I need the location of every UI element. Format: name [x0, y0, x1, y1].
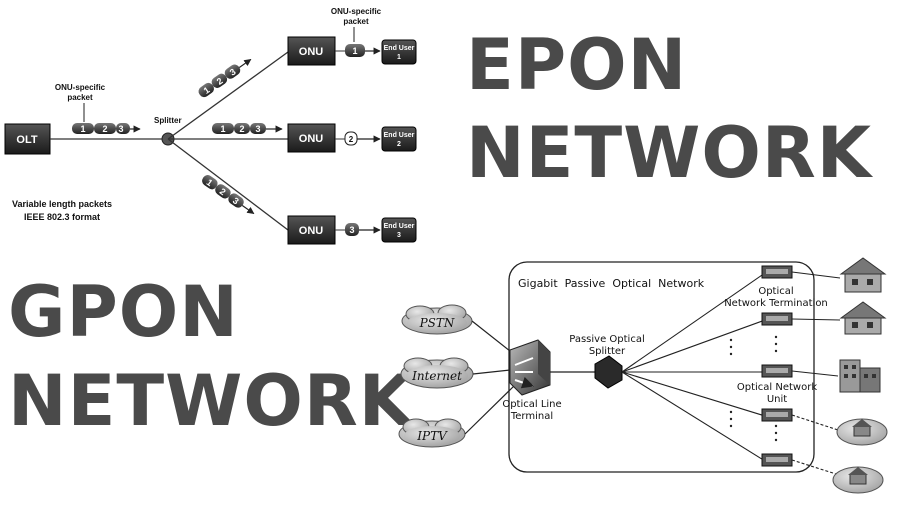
- svg-text:End User: End User: [384, 132, 415, 139]
- epon-onu-1: ONU: [287, 36, 336, 66]
- gpon-title-line1: GPON: [8, 271, 239, 353]
- epon-splitter-label: Splitter: [154, 116, 182, 125]
- svg-text:2: 2: [215, 76, 225, 87]
- svg-text:3: 3: [228, 67, 238, 78]
- svg-text:3: 3: [118, 124, 123, 134]
- gpon-ont-device-4: [761, 408, 793, 422]
- epon-packet-label-line1: ONU-specific: [55, 83, 106, 92]
- svg-text:ONU: ONU: [299, 133, 324, 145]
- epon-branch-top: [167, 51, 289, 140]
- gpon-fanout-lines: [621, 272, 766, 462]
- epon-note-line1: Variable length packets: [12, 199, 112, 209]
- gpon-olt-device: [509, 339, 551, 395]
- svg-text:2: 2: [218, 186, 228, 197]
- gpon-splitter: [594, 355, 623, 389]
- svg-text:1: 1: [397, 54, 401, 61]
- svg-text:1: 1: [220, 124, 225, 134]
- epon-end-user-3: End User 3: [381, 217, 417, 243]
- gpon-ont-device-3: [761, 364, 793, 378]
- epon-end-user-2: End User 2: [381, 126, 417, 152]
- svg-text:ONU: ONU: [299, 46, 324, 58]
- epon-onu-3: ONU: [287, 215, 336, 245]
- epon-end-user-3-link: 3: [335, 223, 381, 236]
- epon-olt-label: OLT: [16, 134, 37, 146]
- epon-top-packet-label-line1: ONU-specific: [331, 7, 382, 16]
- epon-end-user-2-link: 2: [335, 131, 381, 146]
- gpon-ellipsis-dots: [729, 335, 778, 442]
- gpon-house-icon-2: [839, 301, 887, 335]
- epon-trunk-packets: 1 2 3: [72, 123, 141, 134]
- svg-text:2: 2: [102, 124, 107, 134]
- gpon-link-pstn: [471, 320, 516, 356]
- epon-diagram: OLT Splitter ONU-specific packet 1 2 3 1…: [4, 7, 417, 245]
- gpon-box-title: Gigabit Passive Optical Network: [518, 277, 705, 290]
- epon-note-line2: IEEE 802.3 format: [24, 212, 100, 222]
- gpon-onu-line2: Unit: [767, 394, 787, 405]
- epon-top-packet-label-line2: packet: [343, 17, 369, 26]
- epon-packets-bottom: 1 2 3: [202, 175, 255, 215]
- gpon-ont-device-2: [761, 312, 793, 326]
- gpon-olt-line2: Terminal: [510, 411, 553, 422]
- svg-text:End User: End User: [384, 45, 415, 52]
- epon-branch-bottom: [167, 138, 289, 231]
- epon-packet-label-line2: packet: [67, 93, 93, 102]
- svg-text:IPTV: IPTV: [416, 429, 448, 443]
- epon-olt-box: [4, 123, 51, 155]
- svg-text:ONU: ONU: [299, 225, 324, 237]
- gpon-ont-device-1: [761, 265, 793, 279]
- gpon-ont-line2: Network Termination: [724, 298, 828, 309]
- gpon-house-icon-1: [839, 257, 887, 293]
- gpon-network-box: [508, 261, 815, 473]
- gpon-link-iptv: [464, 384, 516, 435]
- svg-text:2: 2: [239, 124, 244, 134]
- epon-title-line1: EPON: [466, 24, 688, 106]
- epon-end-user-1-link: 1: [335, 44, 381, 57]
- gpon-cloud-house-icon-1: [836, 418, 888, 446]
- svg-text:3: 3: [349, 225, 354, 235]
- gpon-cloud-internet: Internet: [400, 357, 474, 389]
- gpon-splitter-line2: Splitter: [589, 346, 626, 357]
- gpon-splitter-line1: Passive Optical: [569, 334, 644, 345]
- svg-text:3: 3: [231, 195, 241, 206]
- svg-text:1: 1: [202, 85, 212, 96]
- svg-text:3: 3: [397, 232, 401, 239]
- epon-packets-top: 1 2 3: [198, 58, 252, 98]
- epon-packets-mid: 1 2 3: [212, 123, 283, 134]
- svg-text:1: 1: [352, 46, 357, 56]
- epon-end-user-1: End User 1: [381, 39, 417, 65]
- gpon-ont-device-5: [761, 453, 793, 467]
- svg-text:Internet: Internet: [411, 369, 462, 383]
- gpon-cloud-iptv: IPTV: [398, 418, 466, 448]
- gpon-cloud-house-icon-2: [832, 466, 884, 494]
- gpon-building-icon: [839, 359, 881, 393]
- gpon-customer-links: [791, 271, 841, 475]
- gpon-cloud-pstn: PSTN: [401, 304, 473, 335]
- gpon-olt-line1: Optical Line: [502, 399, 561, 410]
- gpon-onu-line1: Optical Network: [737, 382, 817, 393]
- epon-onu-2: ONU: [287, 123, 336, 153]
- svg-text:1: 1: [80, 124, 85, 134]
- epon-title-line2: NETWORK: [466, 112, 873, 194]
- svg-text:2: 2: [349, 135, 354, 144]
- svg-text:2: 2: [397, 141, 401, 148]
- gpon-title-line2: NETWORK: [8, 360, 415, 442]
- svg-text:1: 1: [205, 177, 215, 188]
- svg-text:3: 3: [255, 124, 260, 134]
- gpon-link-internet: [472, 369, 511, 375]
- gpon-diagram: Gigabit Passive Optical Network PSTN Int…: [398, 257, 888, 494]
- svg-text:End User: End User: [384, 223, 415, 230]
- gpon-ont-line1: Optical: [758, 286, 793, 297]
- svg-text:PSTN: PSTN: [419, 316, 455, 330]
